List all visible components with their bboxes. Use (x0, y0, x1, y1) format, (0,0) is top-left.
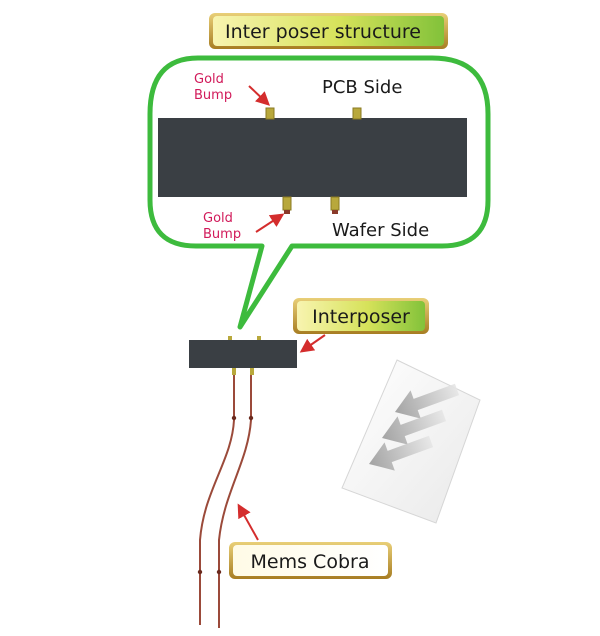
title-badge: Inter poser structure (209, 13, 448, 49)
flow-arrow-icon-1 (395, 383, 460, 419)
gold-bump-top-label-line2: Bump (194, 88, 232, 103)
diagram-title: Inter poser structure (225, 21, 421, 43)
gold-bump-top-label-line1: Gold (194, 72, 224, 87)
gold-bump-bottom-arrow (255, 213, 285, 233)
gold-bump-top-2 (352, 107, 362, 120)
flow-direction-card (341, 359, 481, 524)
interposer-pin-bottom-1 (232, 368, 236, 375)
gold-bump-bottom-1 (282, 196, 292, 214)
interposer-arrow (299, 334, 326, 353)
mems-cobra-label: Mems Cobra (251, 551, 370, 573)
mems-cobra-wires (197, 375, 254, 628)
flow-arrow-icon-2 (382, 409, 447, 445)
pcb-side-label: PCB Side (322, 77, 402, 98)
interposer-badge: Interposer (293, 298, 429, 334)
interposer-pin-top-1 (228, 336, 232, 341)
interposer-pin-bottom-2 (250, 368, 254, 375)
gold-bump-bottom-label-line2: Bump (203, 227, 241, 242)
wafer-side-label: Wafer Side (332, 220, 429, 241)
interposer-label: Interposer (312, 306, 410, 328)
interposer-body-small (189, 340, 297, 368)
flow-arrow-icon-3 (369, 435, 434, 471)
gold-bump-top-arrow (248, 85, 271, 106)
interposer-pin-top-2 (257, 336, 261, 341)
gold-bump-top-1 (265, 107, 275, 120)
gold-bump-bottom-2 (330, 196, 340, 214)
gold-bump-bottom-label-line1: Gold (203, 211, 233, 226)
interposer-body-zoomed (158, 118, 467, 197)
mems-cobra-badge: Mems Cobra (229, 542, 392, 579)
mems-cobra-arrow (237, 503, 259, 541)
